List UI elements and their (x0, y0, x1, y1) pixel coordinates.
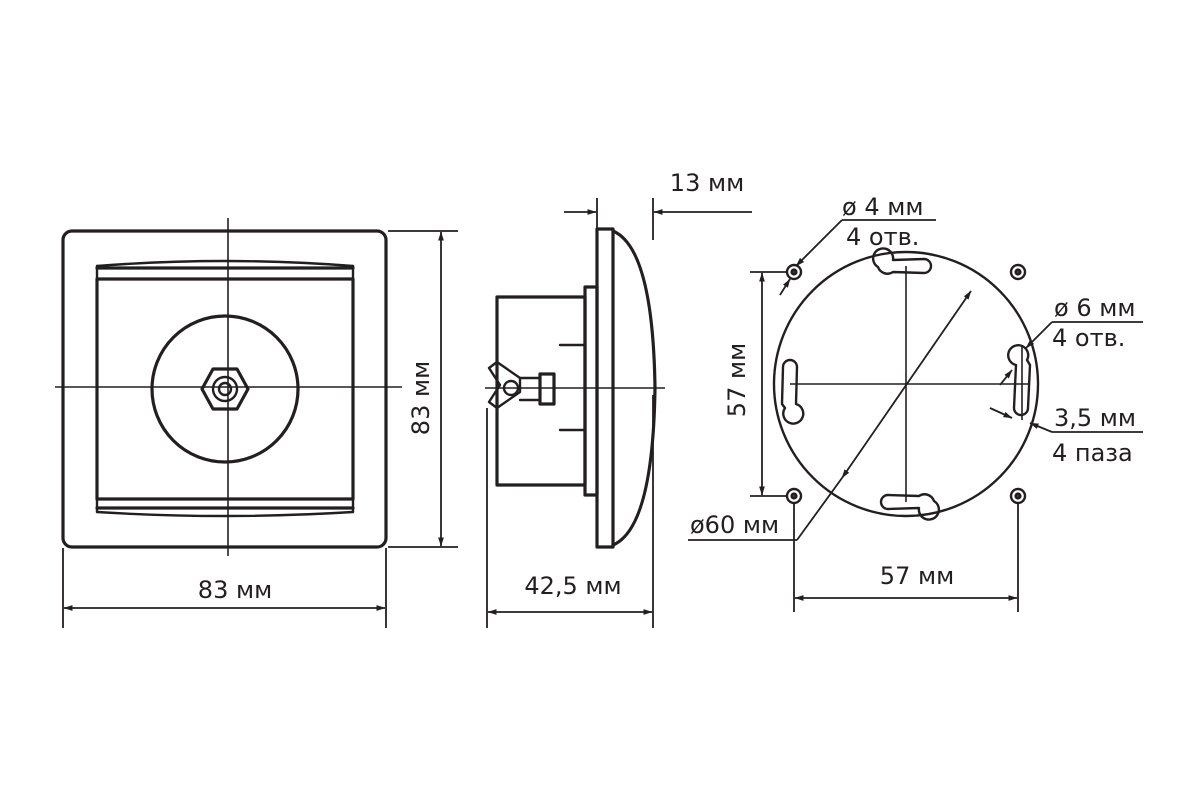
small-hole-diameter-label: ø 4 мм (842, 193, 923, 221)
socket-face (95, 277, 355, 501)
front-view: 83 мм 83 мм (55, 218, 458, 628)
frame-outline (61, 229, 388, 549)
small-hole-top-left (785, 263, 803, 281)
cover-label: 13 мм (670, 169, 744, 197)
diameter-leader (796, 477, 843, 541)
spring-clip (487, 360, 522, 410)
vertical-spacing-label: 57 мм (723, 343, 751, 417)
large-hole-leader-2 (999, 369, 1013, 386)
mounting-circle (772, 250, 1040, 518)
small-hole-bottom-right (1009, 487, 1027, 505)
slot-count-label: 4 паза (1052, 439, 1133, 467)
horizontal-spacing-label: 57 мм (880, 562, 954, 590)
slot-leader-2 (1029, 422, 1053, 433)
slot-left (780, 358, 805, 425)
small-hole-top-right (1009, 263, 1027, 281)
diameter-dimension-line (841, 290, 972, 479)
diameter-label: ø60 мм (690, 511, 779, 539)
height-label: 83 мм (407, 361, 435, 435)
frame-inner-top-curve (95, 259, 355, 268)
clip-terminal (538, 372, 556, 406)
depth-label: 42,5 мм (524, 572, 621, 600)
slot-right (1007, 344, 1032, 417)
connector-pin (217, 381, 233, 397)
slot-leader-1 (989, 407, 1013, 419)
large-hole-leader (1025, 321, 1053, 349)
small-hole-leader-2 (779, 278, 791, 296)
slot-top (871, 247, 933, 275)
frame-inner-bottom-curve (95, 510, 355, 518)
connector-hex-nut (200, 367, 250, 411)
mechanism-flange (583, 285, 599, 497)
small-hole-count-label: 4 отв. (846, 223, 919, 251)
small-hole-bottom-left (785, 487, 803, 505)
width-label: 83 мм (198, 576, 272, 604)
connector-disc (150, 314, 300, 464)
small-hole-leader (795, 219, 843, 267)
mounting-view: ø60 мм ø 4 мм 4 отв. ø 6 мм 4 отв. 3,5 м… (688, 193, 1143, 612)
slot-width-label: 3,5 мм (1054, 404, 1136, 432)
side-view: 42,5 мм 13 мм (485, 169, 752, 628)
slot-bottom (879, 493, 941, 521)
large-hole-count-label: 4 отв. (1052, 324, 1125, 352)
connector-pin-ring (211, 375, 239, 403)
large-hole-diameter-label: ø 6 мм (1054, 294, 1135, 322)
